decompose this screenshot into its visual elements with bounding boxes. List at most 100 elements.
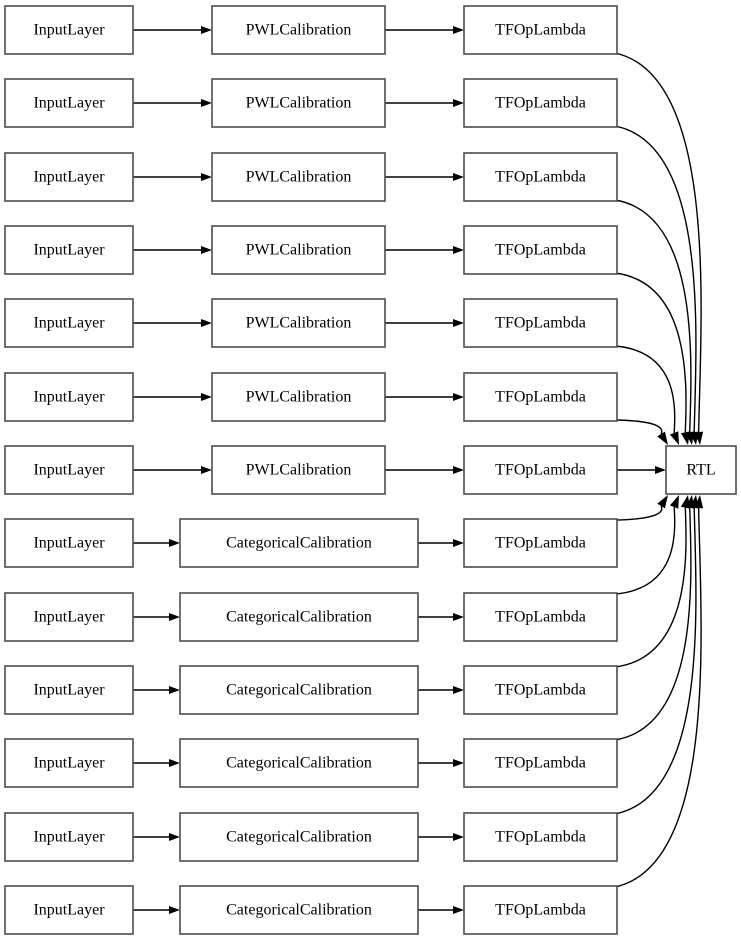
- node-input-layer-9-rect[interactable]: [4, 592, 134, 642]
- node-tf-op-lambda-8[interactable]: TFOpLambda: [463, 518, 618, 568]
- node-tf-op-lambda-9[interactable]: TFOpLambda: [463, 592, 618, 642]
- node-pwlcalibration-7[interactable]: PWLCalibration: [211, 445, 386, 495]
- node-input-layer-1[interactable]: InputLayer: [4, 5, 134, 55]
- node-tf-op-lambda-4[interactable]: TFOpLambda: [463, 225, 618, 275]
- node-pwlcalibration-6-rect[interactable]: [211, 372, 386, 422]
- node-tf-op-lambda-5[interactable]: TFOpLambda: [463, 298, 618, 348]
- node-input-layer-6-rect[interactable]: [4, 372, 134, 422]
- node-input-layer-12-rect[interactable]: [4, 812, 134, 862]
- node-tf-op-lambda-4-rect[interactable]: [463, 225, 618, 275]
- node-pwlcalibration-7-rect[interactable]: [211, 445, 386, 495]
- node-tf-op-lambda-6[interactable]: TFOpLambda: [463, 372, 618, 422]
- edge-op-to-rtl-11-line: [614, 507, 692, 741]
- node-input-layer-6[interactable]: InputLayer: [4, 372, 134, 422]
- edge-op-to-rtl-9-arrowhead: [669, 495, 679, 509]
- node-tf-op-lambda-11-rect[interactable]: [463, 738, 618, 788]
- node-pwlcalibration-6[interactable]: PWLCalibration: [211, 372, 386, 422]
- node-input-layer-7-rect[interactable]: [4, 445, 134, 495]
- node-pwlcalibration-1[interactable]: PWLCalibration: [211, 5, 386, 55]
- node-input-layer-3[interactable]: InputLayer: [4, 152, 134, 202]
- node-tf-op-lambda-6-rect[interactable]: [463, 372, 618, 422]
- node-tf-op-lambda-1-rect[interactable]: [463, 5, 618, 55]
- node-tf-op-lambda-3[interactable]: TFOpLambda: [463, 152, 618, 202]
- node-categorical-calibration-10-rect[interactable]: [179, 665, 419, 715]
- node-tf-op-lambda-8-rect[interactable]: [463, 518, 618, 568]
- node-input-layer-8-rect[interactable]: [4, 518, 134, 568]
- node-input-layer-12[interactable]: InputLayer: [4, 812, 134, 862]
- node-tf-op-lambda-5-rect[interactable]: [463, 298, 618, 348]
- node-tf-op-lambda-10-label: TFOpLambda: [495, 682, 586, 699]
- node-input-layer-3-rect[interactable]: [4, 152, 134, 202]
- node-categorical-calibration-13-rect[interactable]: [179, 885, 419, 935]
- node-categorical-calibration-9[interactable]: CategoricalCalibration: [179, 592, 419, 642]
- node-input-layer-2-rect[interactable]: [4, 78, 134, 128]
- node-input-layer-13[interactable]: InputLayer: [4, 885, 134, 935]
- edge-op-to-rtl-4: [614, 272, 690, 445]
- edge-op-to-rtl-9-line: [614, 506, 676, 595]
- node-input-layer-1-rect[interactable]: [4, 5, 134, 55]
- edge-calibration-to-op-11-arrowhead: [453, 759, 464, 767]
- edges-layer: [133, 26, 704, 914]
- node-input-layer-11[interactable]: InputLayer: [4, 738, 134, 788]
- node-tf-op-lambda-10[interactable]: TFOpLambda: [463, 665, 618, 715]
- node-categorical-calibration-12[interactable]: CategoricalCalibration: [179, 812, 419, 862]
- node-tf-op-lambda-13-rect[interactable]: [463, 885, 618, 935]
- node-pwlcalibration-1-rect[interactable]: [211, 5, 386, 55]
- edge-calibration-to-op-2-arrowhead: [453, 99, 464, 107]
- node-rtl-rect[interactable]: [665, 445, 737, 495]
- node-pwlcalibration-3-rect[interactable]: [211, 152, 386, 202]
- node-input-layer-5-rect[interactable]: [4, 298, 134, 348]
- node-pwlcalibration-3[interactable]: PWLCalibration: [211, 152, 386, 202]
- node-input-layer-13-rect[interactable]: [4, 885, 134, 935]
- node-input-layer-10[interactable]: InputLayer: [4, 665, 134, 715]
- node-categorical-calibration-9-rect[interactable]: [179, 592, 419, 642]
- node-tf-op-lambda-12[interactable]: TFOpLambda: [463, 812, 618, 862]
- node-input-layer-7[interactable]: InputLayer: [4, 445, 134, 495]
- edge-op-to-rtl-3: [614, 199, 695, 445]
- node-tf-op-lambda-5-label: TFOpLambda: [495, 315, 586, 332]
- node-input-layer-2[interactable]: InputLayer: [4, 78, 134, 128]
- node-tf-op-lambda-11[interactable]: TFOpLambda: [463, 738, 618, 788]
- node-categorical-calibration-11[interactable]: CategoricalCalibration: [179, 738, 419, 788]
- node-pwlcalibration-4[interactable]: PWLCalibration: [211, 225, 386, 275]
- node-categorical-calibration-12-rect[interactable]: [179, 812, 419, 862]
- node-input-layer-11-rect[interactable]: [4, 738, 134, 788]
- node-pwlcalibration-5[interactable]: PWLCalibration: [211, 298, 386, 348]
- node-categorical-calibration-11-rect[interactable]: [179, 738, 419, 788]
- node-tf-op-lambda-1[interactable]: TFOpLambda: [463, 5, 618, 55]
- node-input-layer-5-label: InputLayer: [33, 315, 105, 332]
- node-tf-op-lambda-7[interactable]: TFOpLambda: [463, 445, 618, 495]
- node-tf-op-lambda-3-rect[interactable]: [463, 152, 618, 202]
- node-tf-op-lambda-9-rect[interactable]: [463, 592, 618, 642]
- node-pwlcalibration-5-rect[interactable]: [211, 298, 386, 348]
- node-categorical-calibration-10[interactable]: CategoricalCalibration: [179, 665, 419, 715]
- node-pwlcalibration-2-rect[interactable]: [211, 78, 386, 128]
- node-tf-op-lambda-12-rect[interactable]: [463, 812, 618, 862]
- edge-calibration-to-op-8-arrowhead: [453, 539, 464, 547]
- node-categorical-calibration-13[interactable]: CategoricalCalibration: [179, 885, 419, 935]
- node-input-layer-4[interactable]: InputLayer: [4, 225, 134, 275]
- node-input-layer-4-rect[interactable]: [4, 225, 134, 275]
- edge-op-to-rtl-13-arrowhead: [694, 495, 704, 509]
- edge-calibration-to-op-4: [385, 246, 464, 254]
- node-input-layer-5[interactable]: InputLayer: [4, 298, 134, 348]
- edge-calibration-to-op-12-arrowhead: [453, 833, 464, 841]
- node-input-layer-8[interactable]: InputLayer: [4, 518, 134, 568]
- node-tf-op-lambda-2[interactable]: TFOpLambda: [463, 78, 618, 128]
- node-tf-op-lambda-7-label: TFOpLambda: [495, 462, 586, 479]
- node-pwlcalibration-4-rect[interactable]: [211, 225, 386, 275]
- node-input-layer-9[interactable]: InputLayer: [4, 592, 134, 642]
- node-tf-op-lambda-2-rect[interactable]: [463, 78, 618, 128]
- node-categorical-calibration-8-rect[interactable]: [179, 518, 419, 568]
- edge-op-to-rtl-1-line: [614, 52, 702, 433]
- node-categorical-calibration-8[interactable]: CategoricalCalibration: [179, 518, 419, 568]
- node-categorical-calibration-12-label: CategoricalCalibration: [226, 829, 372, 846]
- node-pwlcalibration-2[interactable]: PWLCalibration: [211, 78, 386, 128]
- node-tf-op-lambda-10-rect[interactable]: [463, 665, 618, 715]
- node-input-layer-10-rect[interactable]: [4, 665, 134, 715]
- node-tf-op-lambda-7-rect[interactable]: [463, 445, 618, 495]
- node-categorical-calibration-9-label: CategoricalCalibration: [226, 609, 372, 626]
- node-rtl[interactable]: RTL: [665, 445, 737, 495]
- node-tf-op-lambda-13[interactable]: TFOpLambda: [463, 885, 618, 935]
